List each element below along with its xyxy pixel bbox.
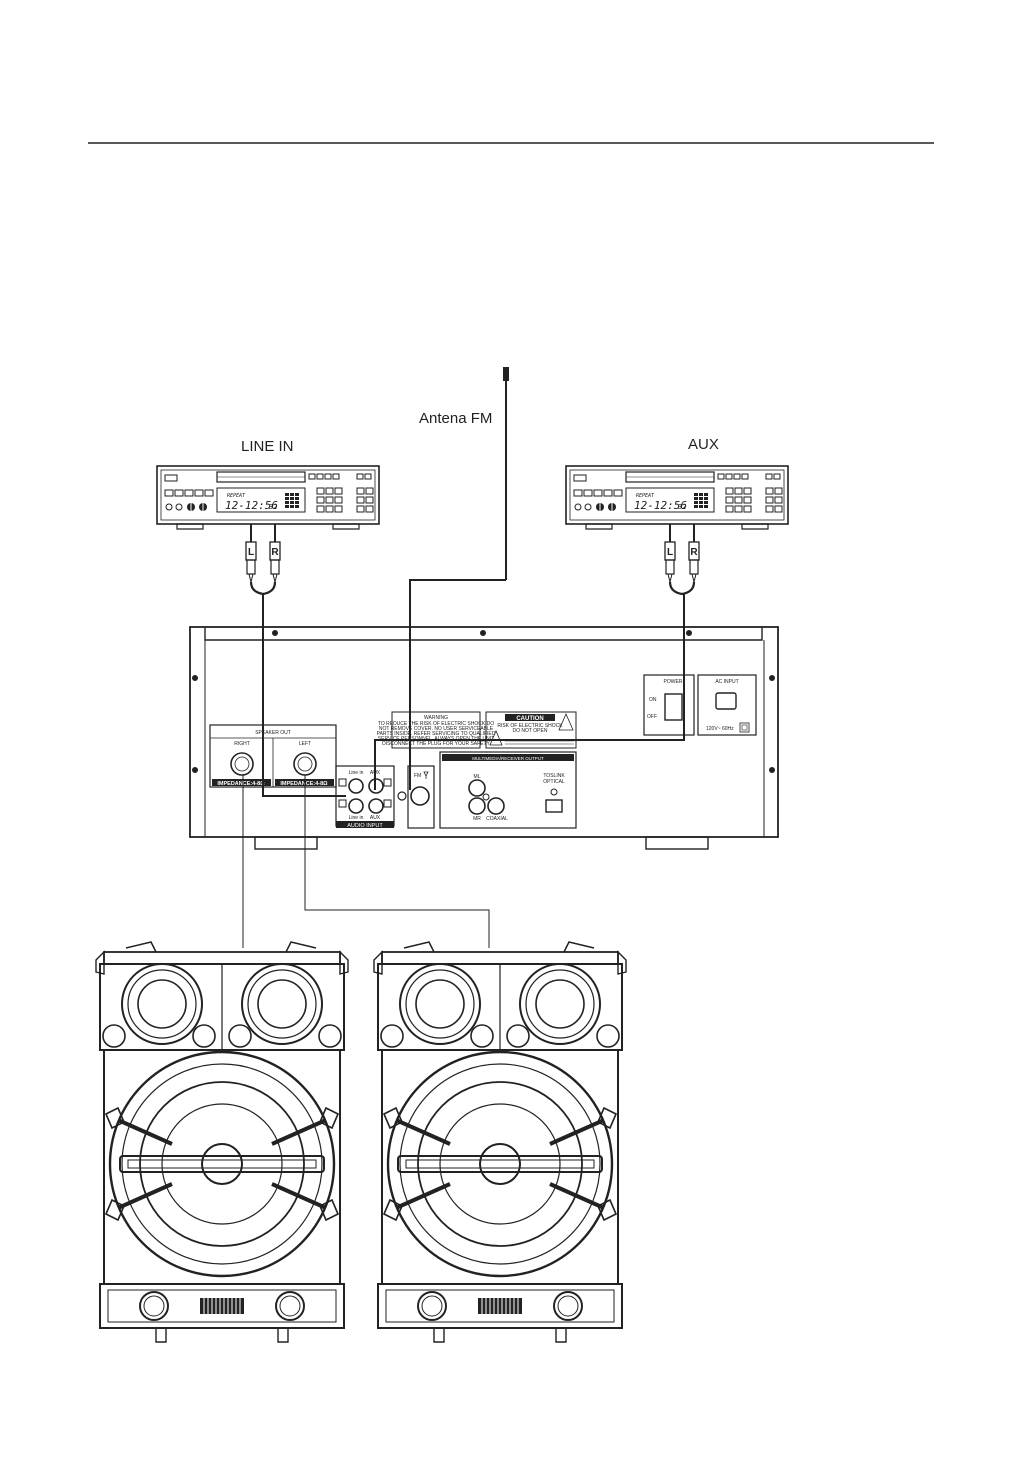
fm-section: FM — [397, 765, 435, 829]
aux-player: REPEAT 12-12:56 32 — [565, 465, 789, 530]
right-speaker — [94, 940, 350, 1344]
line-in-jack-right[interactable] — [348, 798, 364, 814]
warning-line-1: TO REDUCE THE RISK OF ELECTRIC SHOCK DO — [378, 721, 494, 727]
fm-antenna-jack[interactable] — [410, 786, 430, 806]
line-in-label: LINE IN — [241, 438, 294, 455]
power-label: POWER — [664, 679, 683, 685]
ac-input-section: AC INPUT 120V~ 60Hz — [697, 674, 757, 736]
toslink-label: TOSLINK — [543, 773, 565, 779]
voltage-label: 120V~ 60Hz — [706, 726, 734, 732]
left-speaker — [372, 940, 628, 1344]
fm-label: FM — [414, 773, 421, 779]
audio-input-title: AUDIO INPUT — [347, 823, 383, 829]
warning-line-3: PARTS INSIDE. REFER SERVICING TO QUALIFI… — [377, 731, 496, 737]
player-display-track: 32 — [268, 503, 277, 511]
aux-label: AUX — [688, 436, 719, 453]
impedance-right-label: IMPEDANCE:4-8Ω — [217, 781, 265, 787]
player-display-mode: REPEAT — [636, 493, 655, 499]
warning-line-2: NOT REMOVE COVER. NO USER SERVICEABLE — [379, 726, 494, 732]
audio-input-section: Line in AUX Line in AUX AUDIO INPUT — [335, 765, 395, 829]
fm-antenna-cable — [409, 579, 506, 790]
audio-line-in-bottom-label: Line in — [349, 815, 364, 821]
antenna-label: Antena FM — [419, 410, 492, 427]
line-in-jack-left[interactable] — [348, 778, 364, 794]
coaxial-jack[interactable] — [487, 797, 505, 815]
warning-line-5: DISCONNECT THE PLUG FOR YOUR SAFETY — [382, 741, 490, 747]
speaker-out-section: SPEAKER OUT RIGHT LEFT IMPEDANCE:4-8Ω IM… — [209, 724, 337, 788]
coaxial-label: COAXIAL — [486, 816, 508, 822]
player-display-time: 12-12:56 — [634, 499, 687, 512]
aux-jack-right[interactable] — [368, 798, 384, 814]
power-off-label: OFF — [647, 714, 657, 720]
line-in-rca-plugs: L R — [244, 522, 282, 596]
speaker-out-title: SPEAKER OUT — [255, 730, 291, 736]
speaker-right-terminal[interactable] — [230, 752, 254, 776]
fm-antenna — [503, 367, 509, 580]
warning-title: WARNING — [424, 715, 448, 721]
ac-input-label: AC INPUT — [715, 679, 738, 685]
power-on-label: ON — [649, 697, 657, 703]
warning-label: WARNING TO REDUCE THE RISK OF ELECTRIC S… — [377, 711, 496, 749]
audio-line-in-top-label: Line in — [349, 770, 364, 776]
caution-title: CAUTION — [516, 716, 543, 722]
speaker-left-label: LEFT — [299, 741, 311, 747]
aux-rca-plugs: L R — [663, 522, 701, 596]
plug-right-label: R — [690, 547, 698, 558]
optical-port[interactable] — [545, 799, 563, 813]
caution-line-2: DO NOT OPEN — [513, 728, 548, 734]
ml-label: ML — [474, 774, 481, 780]
speaker-left-terminal[interactable] — [293, 752, 317, 776]
plug-left-label: L — [248, 547, 254, 558]
player-display-mode: REPEAT — [227, 493, 246, 499]
multimedia-title: MULTIMEDIA/RECEIVER OUTPUT — [472, 756, 544, 761]
speaker-right-label: RIGHT — [234, 741, 250, 747]
player-display-track: 32 — [677, 503, 686, 511]
caution-label: CAUTION RISK OF ELECTRIC SHOCK DO NOT OP… — [485, 711, 577, 749]
power-switch[interactable] — [664, 693, 683, 721]
player-display-time: 12-12:56 — [225, 499, 278, 512]
optical-label: OPTICAL — [543, 779, 565, 785]
impedance-left-label: IMPEDANCE:4-8Ω — [280, 781, 328, 787]
ml-jack[interactable] — [468, 779, 486, 797]
audio-aux-bottom-label: AUX — [370, 815, 381, 821]
left-speaker-wire — [304, 775, 490, 948]
aux-cable — [374, 594, 685, 790]
line-in-player: REPEAT 12-12:56 32 — [156, 465, 380, 530]
line-in-cable — [262, 594, 346, 797]
multimedia-output-section: MULTIMEDIA/RECEIVER OUTPUT ML MR COAXIAL… — [439, 751, 577, 829]
main-unit-rear-panel: SPEAKER OUT RIGHT LEFT IMPEDANCE:4-8Ω IM… — [189, 626, 779, 850]
caution-line-1: RISK OF ELECTRIC SHOCK — [497, 723, 563, 729]
mr-label: MR — [473, 816, 481, 822]
power-section: POWER ON OFF — [643, 674, 695, 736]
plug-left-label: L — [667, 547, 673, 558]
mr-jack[interactable] — [468, 797, 486, 815]
ac-input-socket[interactable] — [715, 692, 737, 710]
plug-right-label: R — [271, 547, 279, 558]
